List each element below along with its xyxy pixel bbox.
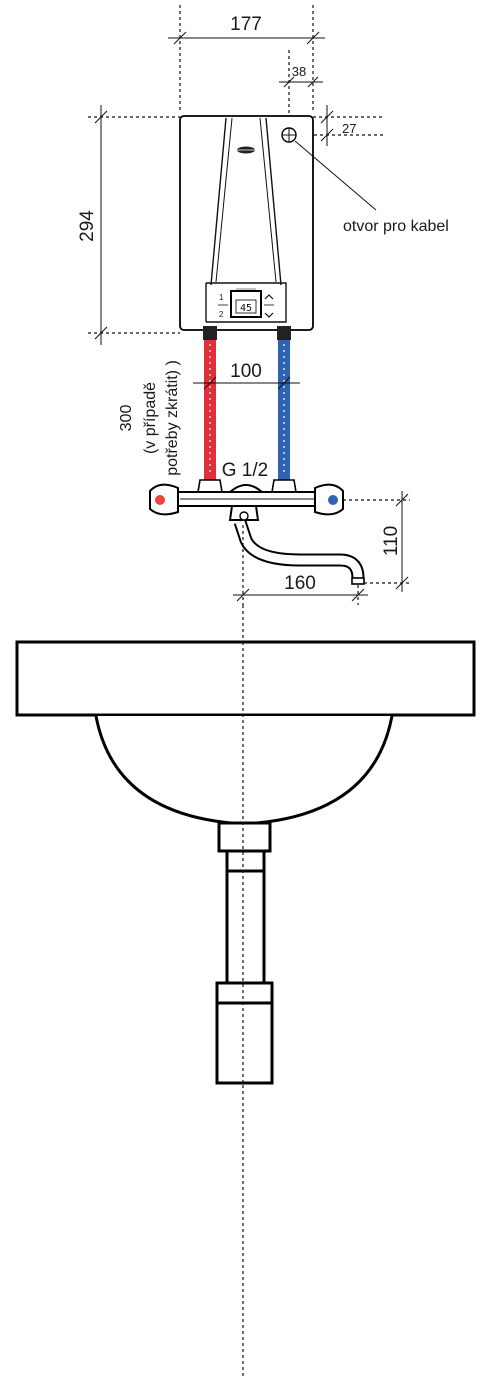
cable-offset-y-value: 27	[342, 121, 356, 136]
pipe-length-note-1: (v případě	[142, 382, 159, 454]
sink-bowl	[94, 715, 394, 826]
cable-hole-leader	[294, 140, 377, 211]
cable-hole-label: otvor pro kabel	[343, 218, 449, 235]
width-value: 177	[230, 14, 262, 35]
thread-label: G 1/2	[222, 460, 268, 481]
chevron-up-icon	[264, 294, 274, 300]
water-heater: 45 1 2	[179, 115, 314, 331]
button-1-label: 1	[219, 293, 224, 302]
hot-knob-dot	[155, 495, 165, 505]
button-2-label: 2	[219, 310, 224, 319]
width-dimension: 177	[168, 5, 325, 112]
pipe-length-value: 300	[118, 405, 135, 432]
spout-length-dimension: 160	[233, 525, 368, 605]
pipe-length-note-2: potřeby zkrátit) )	[164, 360, 181, 476]
height-dimension: 294	[77, 105, 180, 345]
height-value: 294	[77, 210, 98, 242]
display-temperature: 45	[240, 303, 252, 314]
pipe-spacing-dimension: 100	[193, 361, 300, 390]
spout-height-value: 110	[381, 526, 402, 556]
pipe-spacing-value: 100	[230, 361, 262, 382]
cold-knob-dot	[328, 495, 338, 505]
cold-water-pipe	[277, 326, 291, 480]
cable-offset-y-dimension: 27	[284, 105, 385, 146]
drain-siphon	[215, 821, 274, 1085]
hot-water-pipe	[203, 326, 217, 480]
sink-rim	[15, 640, 476, 717]
sink	[15, 640, 476, 826]
spout-length-value: 160	[284, 573, 316, 594]
chevron-down-icon	[264, 312, 274, 318]
spout-height-dimension: 110	[343, 491, 410, 592]
cable-hole	[281, 127, 377, 211]
brand-logo-icon	[235, 146, 257, 154]
mixer-tap	[149, 479, 365, 585]
cable-offset-x-value: 38	[292, 64, 306, 79]
